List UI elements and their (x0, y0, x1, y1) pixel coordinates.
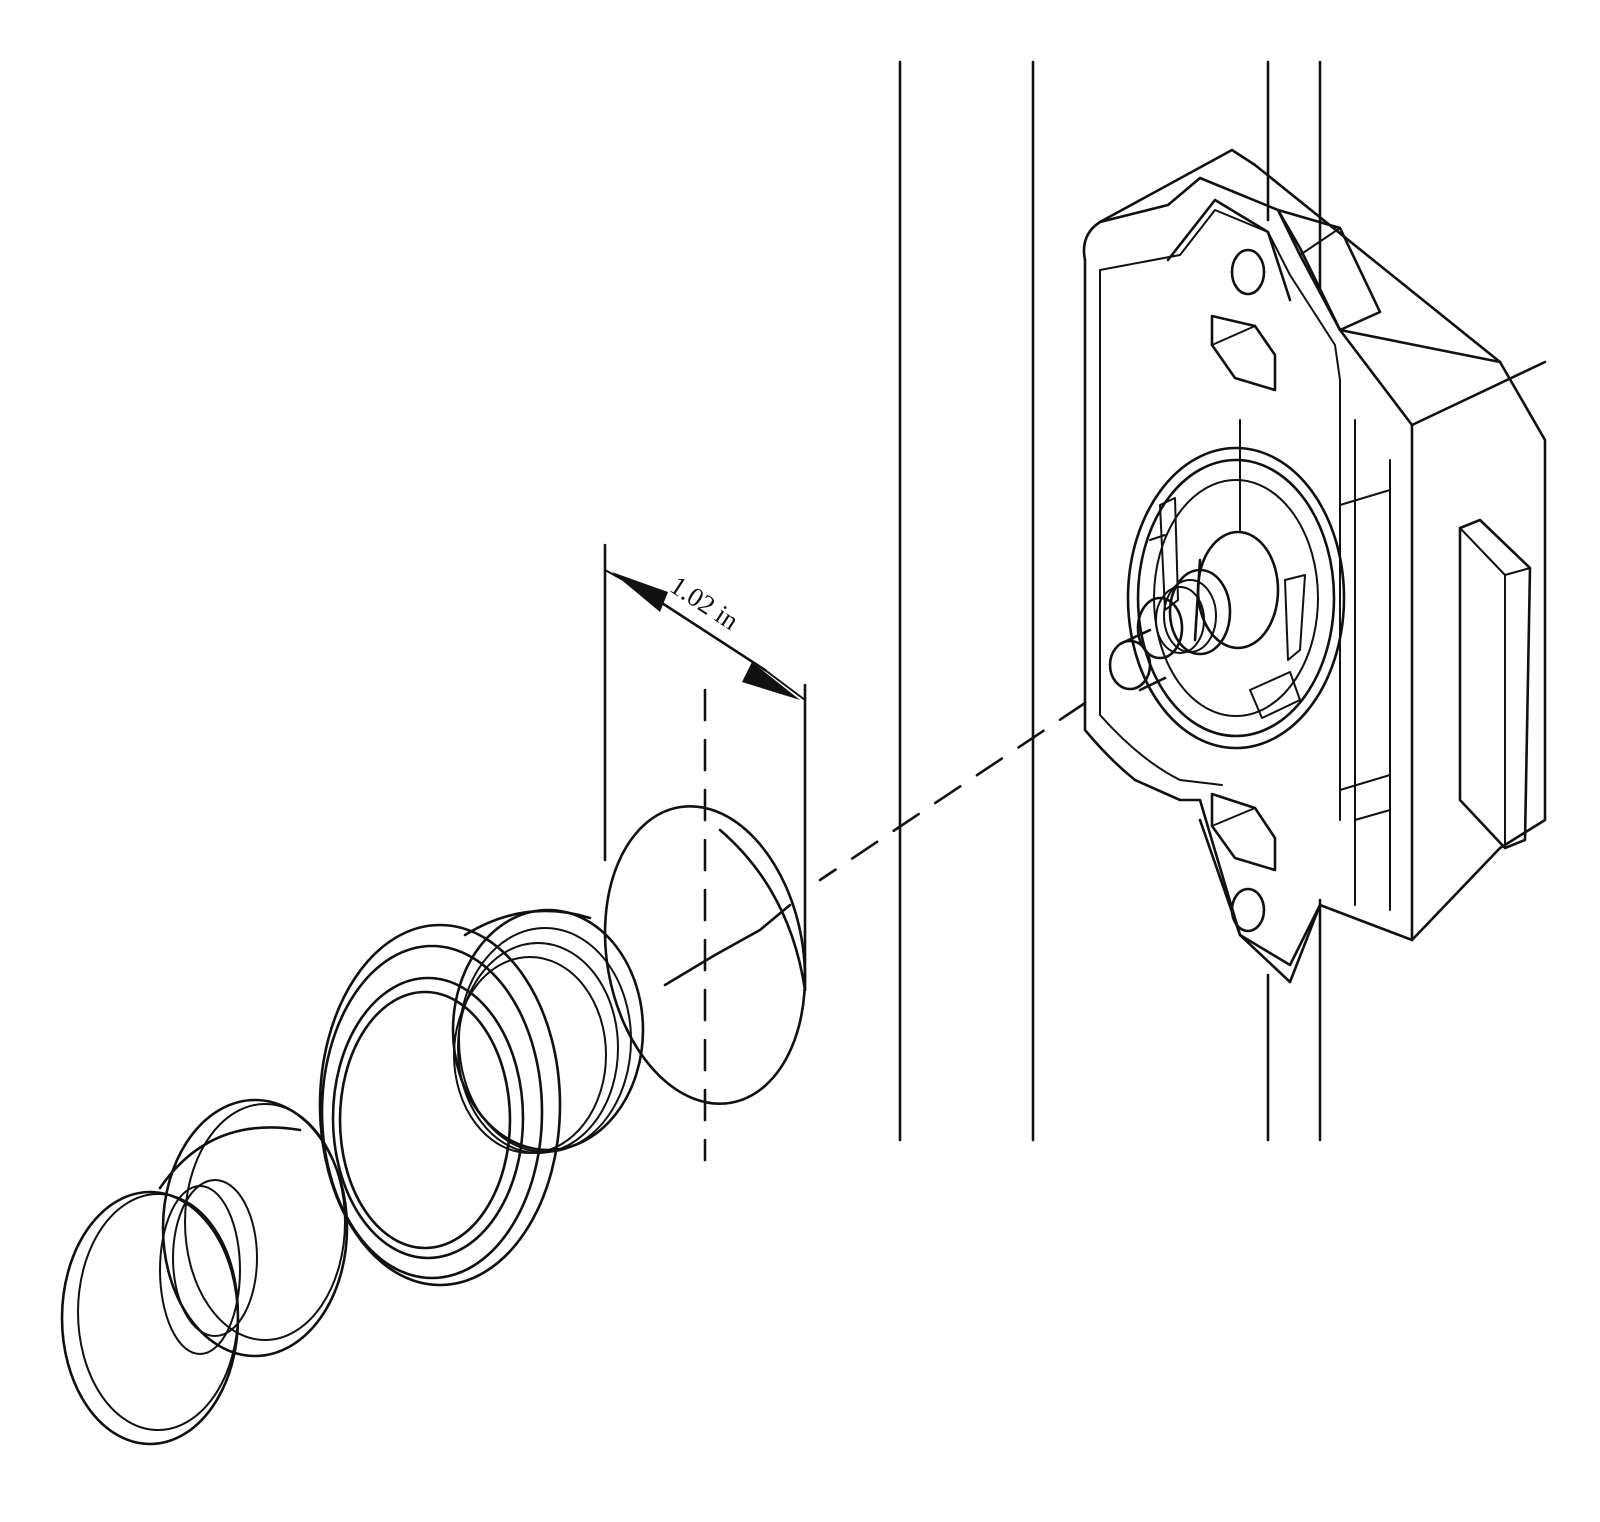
cabinet-panel (898, 60, 1322, 1142)
dimension-indicator: 1.02 in (604, 569, 806, 701)
flanged-sleeve (318, 908, 645, 1287)
push-button-knob (60, 1098, 349, 1446)
center-axis (703, 688, 1087, 1162)
mounting-hole (603, 543, 807, 1105)
dimension-label: 1.02 in (665, 570, 745, 636)
latch-body (1082, 148, 1547, 984)
